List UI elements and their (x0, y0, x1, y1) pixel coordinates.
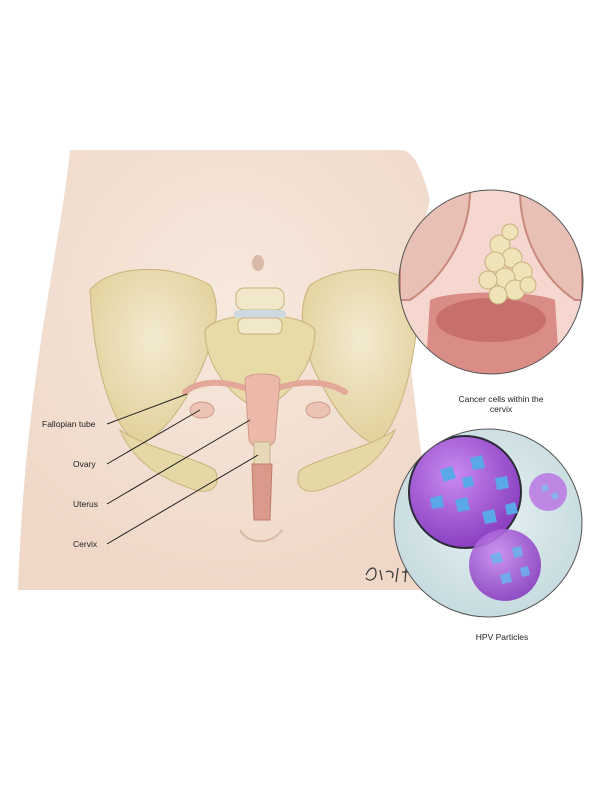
pubic-bone-left (118, 428, 218, 492)
hpv-particle-small (529, 473, 567, 511)
uterus-body (244, 373, 281, 448)
cancer-inset (398, 189, 584, 375)
leader-line-fallopian (106, 393, 188, 425)
label-ovary: Ovary (73, 459, 96, 469)
hpv-particle-large (408, 435, 522, 549)
lumbar-disc (234, 310, 286, 318)
leader-line-ovary (106, 409, 201, 465)
pelvis-left-wing (89, 269, 217, 446)
pelvis-right-wing (301, 269, 421, 446)
cervix-region (253, 441, 271, 465)
label-cervix: Cervix (73, 539, 98, 549)
navel (252, 255, 264, 271)
caption-hpv-particles: HPV Particles (475, 632, 529, 642)
leader-line-cervix (106, 454, 259, 545)
lumbar-vertebra (235, 287, 285, 311)
hpv-inset (393, 428, 583, 618)
signature-mark (365, 567, 410, 583)
lower-vertebra (237, 317, 283, 335)
fallopian-tube-left (182, 379, 253, 395)
ovary-left (189, 401, 215, 419)
cancer-cell-cluster (478, 223, 537, 305)
pubic-crease (239, 529, 283, 543)
pubic-bone-right (297, 428, 397, 492)
hpv-particle-medium (469, 529, 541, 601)
ovary-right (305, 401, 331, 419)
label-fallopian-tube: Fallopian tube (42, 419, 96, 429)
label-uterus: Uterus (73, 499, 99, 509)
caption-cancer-cells: Cancer cells within the cervix (446, 394, 556, 414)
caption-cancer-line2: cervix (489, 404, 513, 414)
caption-cancer-line1: Cancer cells within the (458, 394, 544, 404)
leader-line-uterus (106, 419, 251, 505)
vaginal-canal (251, 463, 273, 521)
